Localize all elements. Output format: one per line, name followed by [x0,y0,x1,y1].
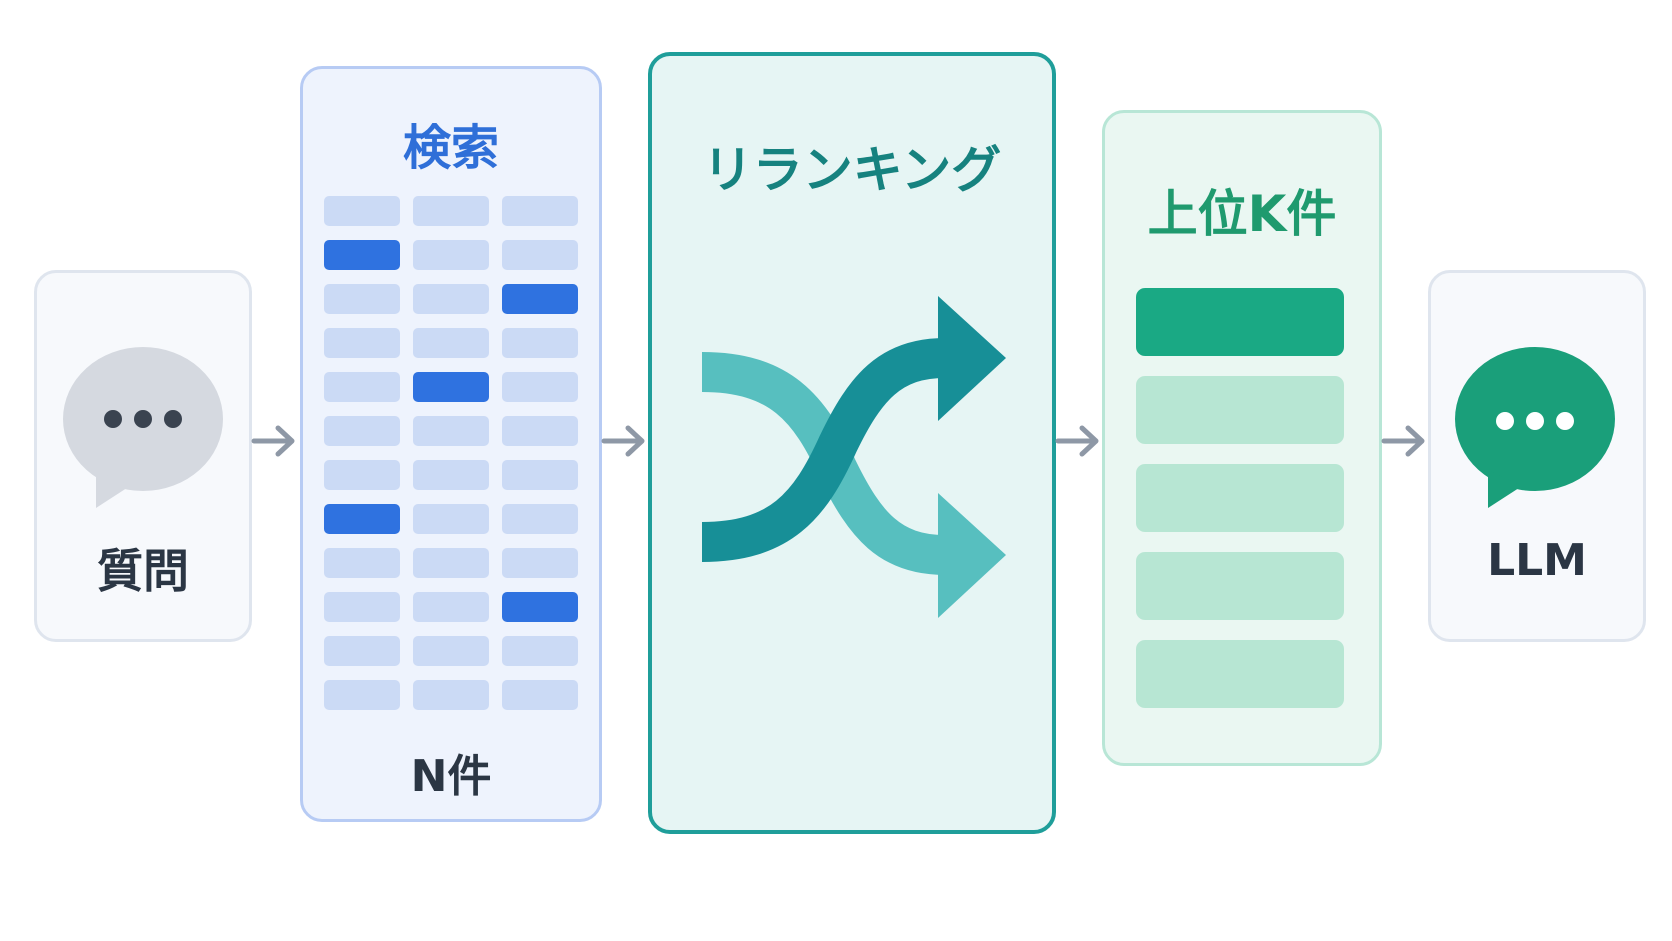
arrow-right-icon [251,425,295,457]
search-result-cell [413,592,489,622]
search-result-cell [324,592,400,622]
search-result-cell [324,680,400,710]
search-result-cell-highlighted [502,284,578,314]
llm-label: LLM [1487,535,1587,586]
top-k-list [1136,288,1344,728]
arrow-right-icon [1381,425,1425,457]
search-result-cell-highlighted [413,372,489,402]
search-result-cell [502,328,578,358]
search-result-cell [413,416,489,446]
search-result-cell-highlighted [324,504,400,534]
search-result-cell [413,548,489,578]
search-result-cell [502,416,578,446]
search-result-cell [413,636,489,666]
arrow-right-icon [601,425,645,457]
question-bubble-icon [63,347,223,508]
search-label: 検索 [402,120,499,176]
top-k-item [1136,640,1344,708]
search-result-cell [502,240,578,270]
search-result-cell [413,504,489,534]
llm-bubble-icon [1455,347,1615,508]
search-result-cell [324,372,400,402]
search-result-cell [413,680,489,710]
search-result-cell [324,636,400,666]
search-result-cell [413,240,489,270]
search-result-cell [324,460,400,490]
search-result-cell [413,284,489,314]
top-k-item [1136,552,1344,620]
top-k-item [1136,464,1344,532]
search-result-cell [502,196,578,226]
search-result-cell [324,196,400,226]
search-result-cell [413,328,489,358]
search-result-cell [413,196,489,226]
search-result-cell [502,636,578,666]
search-result-cell [324,284,400,314]
search-results-grid [324,196,578,710]
search-result-cell [502,372,578,402]
search-result-cell [502,680,578,710]
top-k-item [1136,376,1344,444]
search-result-cell [502,460,578,490]
search-result-cell-highlighted [502,592,578,622]
search-result-cell [324,548,400,578]
search-result-cell-highlighted [324,240,400,270]
top-k-item-highlighted [1136,288,1344,356]
n-items-label: N件 [410,751,492,802]
search-result-cell [502,504,578,534]
question-label: 質問 [97,544,189,598]
top-k-label: 上位K件 [1147,185,1337,243]
search-result-cell [324,416,400,446]
shuffle-icon [701,296,1006,618]
search-result-cell [413,460,489,490]
search-result-cell [502,548,578,578]
arrow-right-icon [1055,425,1099,457]
search-result-cell [324,328,400,358]
rerank-label: リランキング [702,141,1002,199]
